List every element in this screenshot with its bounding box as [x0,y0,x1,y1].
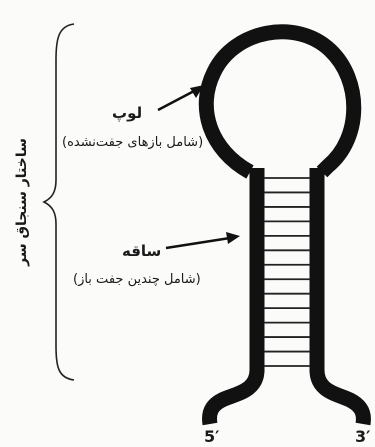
loop-sublabel: (شامل بازهای جفت‌نشده) [62,135,203,150]
stem-arrow-line [166,238,230,248]
five-prime-end-label: 5′ [204,427,219,446]
loop-arrow-line [158,90,196,110]
strand-end-3 [317,370,363,424]
stem-arrowhead [226,232,240,244]
base-pair-rungs [264,178,310,366]
loop-label: لوپ [112,104,142,122]
hairpin-loop [206,32,353,172]
stem-label: ساقه [122,242,161,260]
structure-label: ساختار سنجاق سر [14,138,30,266]
three-prime-end-label: 3′ [355,427,370,446]
strand-end-5 [210,370,258,424]
structure-bracket [44,24,74,380]
stem-sublabel: (شامل چندین جفت باز) [73,272,201,287]
